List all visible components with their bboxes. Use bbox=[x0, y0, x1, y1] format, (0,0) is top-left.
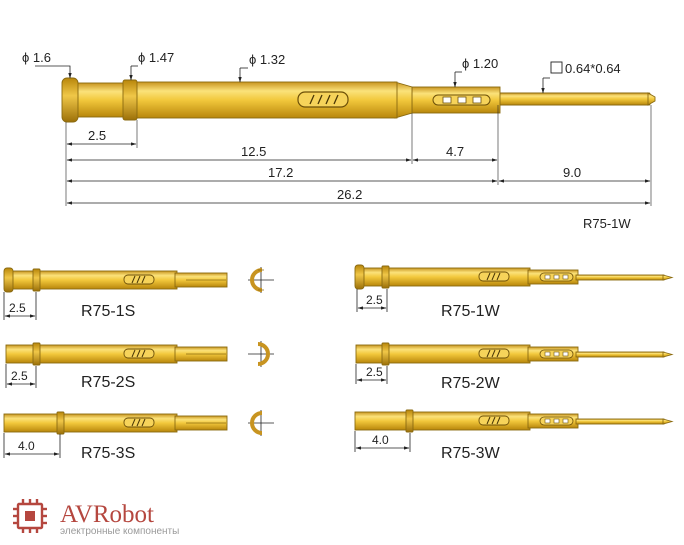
variant-model-label: R75-2S bbox=[81, 374, 135, 391]
variant-dimension: 2.5 bbox=[11, 369, 28, 383]
main-probe-diagram: ϕ 1.6 ϕ 1.47 ϕ 1.32 ϕ 1.20 0.64*0.64 bbox=[22, 50, 656, 231]
dimension-tip-length: 9.0 bbox=[563, 165, 581, 180]
variant-dimension: 4.0 bbox=[372, 433, 389, 447]
diameter-label-front: ϕ 1.20 bbox=[462, 56, 498, 71]
variant-model-label: R75-3W bbox=[441, 445, 501, 462]
variant-r75-3w: 4.0 R75-3W bbox=[354, 409, 674, 462]
chip-icon bbox=[13, 499, 47, 533]
dimension-lines: 2.5 12.5 4.7 17.2 9.0 26.2 bbox=[66, 128, 651, 205]
dimension-body-length: 17.2 bbox=[268, 165, 293, 180]
diameter-label-barrel: ϕ 1.32 bbox=[249, 52, 285, 67]
main-probe-body bbox=[61, 77, 656, 123]
variant-probe-body bbox=[3, 411, 228, 435]
variant-dimension: 4.0 bbox=[18, 439, 35, 453]
variant-dimension: 2.5 bbox=[9, 301, 26, 315]
variant-r75-2s: 2.5 R75-2S bbox=[5, 341, 274, 391]
extension-lines bbox=[65, 105, 652, 206]
variant-probe-body bbox=[355, 342, 674, 366]
variant-probe-body bbox=[354, 264, 674, 290]
diameter-label-head: ϕ 1.6 bbox=[22, 50, 51, 65]
diameter-callouts: ϕ 1.6 ϕ 1.47 ϕ 1.32 ϕ 1.20 0.64*0.64 bbox=[22, 50, 621, 94]
tip-section-icon bbox=[248, 410, 274, 436]
tip-section-icon bbox=[248, 341, 274, 367]
variant-model-label: R75-1S bbox=[81, 303, 135, 320]
variant-model-label: R75-2W bbox=[441, 375, 501, 392]
variant-r75-1s: 2.5 R75-1S bbox=[3, 267, 274, 320]
dimension-total-length: 26.2 bbox=[337, 187, 362, 202]
avrobot-logo: AVRobot электронные компоненты bbox=[13, 499, 179, 537]
logo-name: AVRobot bbox=[60, 501, 154, 528]
dimension-head-length: 2.5 bbox=[88, 128, 106, 143]
main-model-label: R75-1W bbox=[583, 216, 631, 231]
tip-section-icon bbox=[248, 267, 274, 293]
variant-probe-body bbox=[3, 267, 228, 293]
dimension-barrel-length: 12.5 bbox=[241, 144, 266, 159]
tip-size-label: 0.64*0.64 bbox=[565, 61, 621, 76]
logo-tagline: электронные компоненты bbox=[60, 526, 179, 537]
square-section-icon bbox=[550, 61, 563, 74]
variant-dimension: 2.5 bbox=[366, 293, 383, 307]
diameter-label-ring: ϕ 1.47 bbox=[138, 50, 174, 65]
variant-probe-body bbox=[354, 409, 674, 433]
variant-r75-3s: 4.0 R75-3S bbox=[3, 410, 274, 462]
variant-dimension: 2.5 bbox=[366, 365, 383, 379]
dimension-front-length: 4.7 bbox=[446, 144, 464, 159]
variant-model-label: R75-3S bbox=[81, 445, 135, 462]
variant-r75-2w: 2.5 R75-2W bbox=[355, 342, 674, 392]
variant-model-label: R75-1W bbox=[441, 303, 501, 320]
variant-probe-body bbox=[5, 342, 228, 366]
variant-r75-1w: 2.5 R75-1W bbox=[354, 264, 674, 320]
